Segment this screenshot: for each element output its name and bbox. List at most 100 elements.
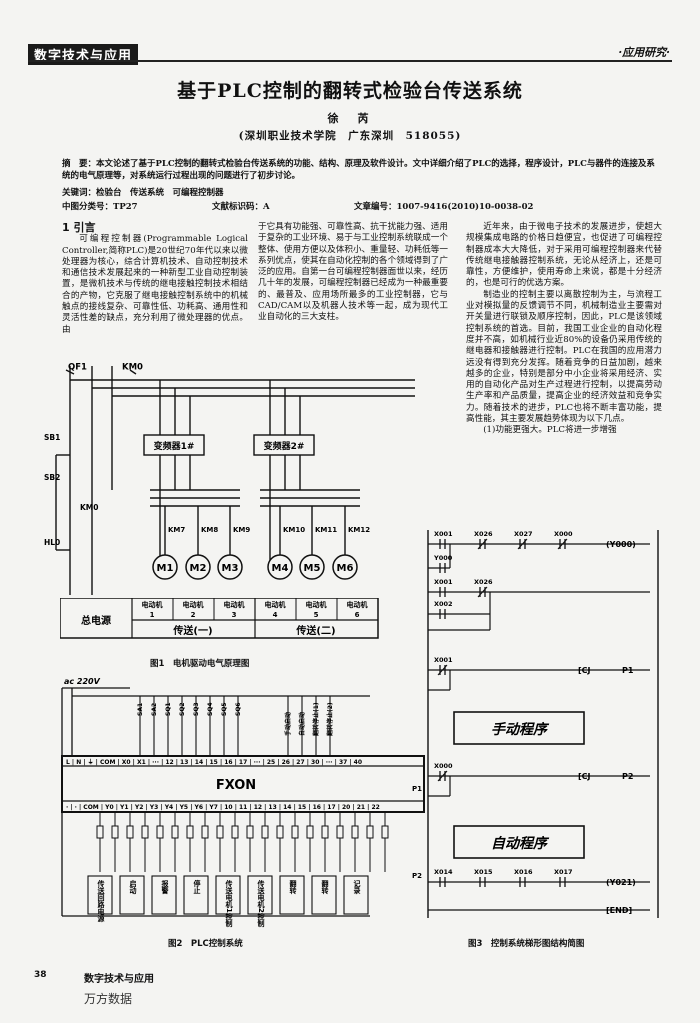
output-relays — [96, 812, 389, 872]
contact-X015: X015 — [474, 868, 493, 876]
motor-2-label: M2 — [190, 563, 207, 574]
contact-X016: X016 — [514, 868, 533, 876]
motor-2-circle — [185, 554, 211, 580]
jump-cj-1: [CJ — [578, 666, 591, 675]
hl0-label: HL0 — [44, 538, 60, 547]
coil-Y000: (Y000) — [606, 540, 636, 549]
input-button-1: 手动启动 — [284, 712, 292, 736]
inverter-2-box — [253, 434, 315, 456]
input-switch-SA2: SA2 — [151, 703, 158, 716]
contact-X001: X001 — [434, 656, 453, 664]
end-instruction: [END] — [606, 906, 632, 915]
table-power-label: 总电源 — [81, 614, 111, 627]
contact-X027: X027 — [514, 530, 533, 538]
clc-number: 中图分类号：TP27 — [62, 202, 138, 212]
output-label-6: 传送电机2控制 — [257, 879, 266, 928]
page-number: 38 — [34, 970, 47, 980]
output-label-4: 停止 — [193, 879, 201, 894]
table-motor-num-4: 4 — [273, 611, 278, 619]
inverter-1-label: 变频器1# — [154, 440, 195, 452]
column-1: 1 引言 可编程控制器(Programmable Logical Control… — [62, 222, 248, 336]
intro-paragraph-1: 可编程控制器(Programmable Logical Controller,简… — [62, 234, 248, 335]
intro-heading: 1 引言 — [62, 221, 96, 234]
motor-3-circle — [217, 554, 243, 580]
contact-X002: X002 — [434, 600, 453, 608]
column-tag: ·应用研究· — [618, 46, 670, 59]
output-label-5: 传送电机1控制 — [225, 879, 234, 928]
inverter-2-label: 变频器2# — [264, 440, 305, 452]
manual-program-box: 手动程序 — [491, 721, 550, 738]
output-label-3: 报警 — [161, 879, 170, 895]
motor-6-label: M6 — [337, 563, 354, 574]
watermark: 万方数据 — [84, 992, 133, 1006]
intro-paragraph-2: 于它具有功能强、可靠性高、抗干扰能力强、适用于复杂的工业环境、易于与工业控制系统… — [258, 222, 448, 323]
output-label-2: 启动 — [129, 879, 137, 895]
intro-paragraph-4: 制造业的控制主要以离散控制为主，与流程工业对模拟量的反馈调节不同，机械制造业主要… — [466, 289, 662, 425]
contact-X014: X014 — [434, 868, 453, 876]
contactor-3: KM9 — [233, 526, 250, 534]
plc-model: FXON — [216, 778, 256, 793]
output-label-7: 翻转 — [289, 879, 297, 895]
input-button-3: 翻转停止(1) — [312, 702, 320, 737]
table-motor-1: 电动机 — [142, 600, 163, 609]
footer-journal: 数字技术与应用 — [84, 974, 154, 985]
coil-Y021: (Y021) — [606, 878, 636, 887]
contactor-4: KM10 — [283, 526, 305, 534]
affiliation: (深圳职业技术学院 广东深圳 518055) — [238, 130, 462, 142]
contactor-5: KM11 — [315, 526, 337, 534]
contactor-2: KM8 — [201, 526, 218, 534]
input-switch-SQ1: SQ1 — [165, 702, 172, 716]
output-label-9: 记录 — [353, 879, 361, 895]
table-motor-num-5: 5 — [314, 611, 319, 619]
article-title: 基于PLC控制的翻转式检验台传送系统 — [177, 80, 523, 102]
keywords: 关键词：检验台 传送系统 可编程控制器 — [62, 188, 224, 198]
motor-5-circle — [299, 554, 325, 580]
author: 徐 芮 — [327, 112, 373, 125]
contactor-labels: KM7 KM8 KM9 KM10 KM11 KM12 — [168, 526, 370, 534]
jump-target-1: P1 — [622, 666, 634, 675]
contact-X017: X017 — [554, 868, 573, 876]
contact-X001: X001 — [434, 530, 453, 538]
table-group-2: 传送(二) — [295, 624, 335, 637]
output-label-1: 传送回路电源 — [97, 879, 106, 923]
table-group-1: 传送(一) — [172, 624, 212, 637]
input-switch-SQ5: SQ5 — [221, 702, 228, 716]
motor-4-label: M4 — [272, 563, 289, 574]
motor-5-label: M5 — [304, 563, 321, 574]
table-motor-num-2: 2 — [191, 611, 196, 619]
contact-X000: X000 — [554, 530, 573, 538]
input-switch-SQ4: SQ4 — [207, 702, 214, 716]
column-3: 近年来，由于微电子技术的发展进步，使超大规模集成电路的价格日趋便宜，也促进了可编… — [466, 222, 662, 437]
input-switch-SQ2: SQ2 — [179, 702, 186, 716]
article-number: 文章编号：1007-9416(2010)10-0038-02 — [354, 202, 534, 212]
auto-program-box: 自动程序 — [491, 835, 550, 852]
supply-label: ac 220V — [64, 677, 101, 686]
label-p1: P1 — [412, 785, 422, 793]
intro-paragraph-5: (1)功能更强大。PLC将进一步增强 — [483, 425, 617, 436]
contact-Y000: Y000 — [433, 554, 453, 562]
sb1-label: SB1 — [44, 433, 60, 442]
intro-paragraph-3: 近年来，由于微电子技术的发展进步，使超大规模集成电路的价格日趋便宜，也促进了可编… — [466, 222, 662, 289]
doc-code: 文献标识码：A — [212, 202, 270, 212]
contactor-6: KM12 — [348, 526, 370, 534]
header-rule — [28, 60, 672, 62]
motor-3-label: M3 — [222, 563, 239, 574]
table-motor-num-3: 3 — [232, 611, 237, 619]
table-motor-2: 电动机 — [183, 600, 204, 609]
contactor-1: KM7 — [168, 526, 185, 534]
sb2-label: SB2 — [44, 473, 60, 482]
motor-4-circle — [267, 554, 293, 580]
abstract: 摘 要：本文论述了基于PLC控制的翻转式检验台传送系统的功能、结构、原理及软件设… — [62, 159, 655, 181]
table-motor-num-6: 6 — [355, 611, 360, 619]
table-motor-5: 电动机 — [306, 600, 327, 609]
input-switch-SA1: SA1 — [137, 703, 144, 716]
contact-X000: X000 — [434, 762, 453, 770]
plc-bottom-terminals: · | · | COM | Y0 | Y1 | Y2 | Y3 | Y4 | Y… — [66, 804, 380, 811]
